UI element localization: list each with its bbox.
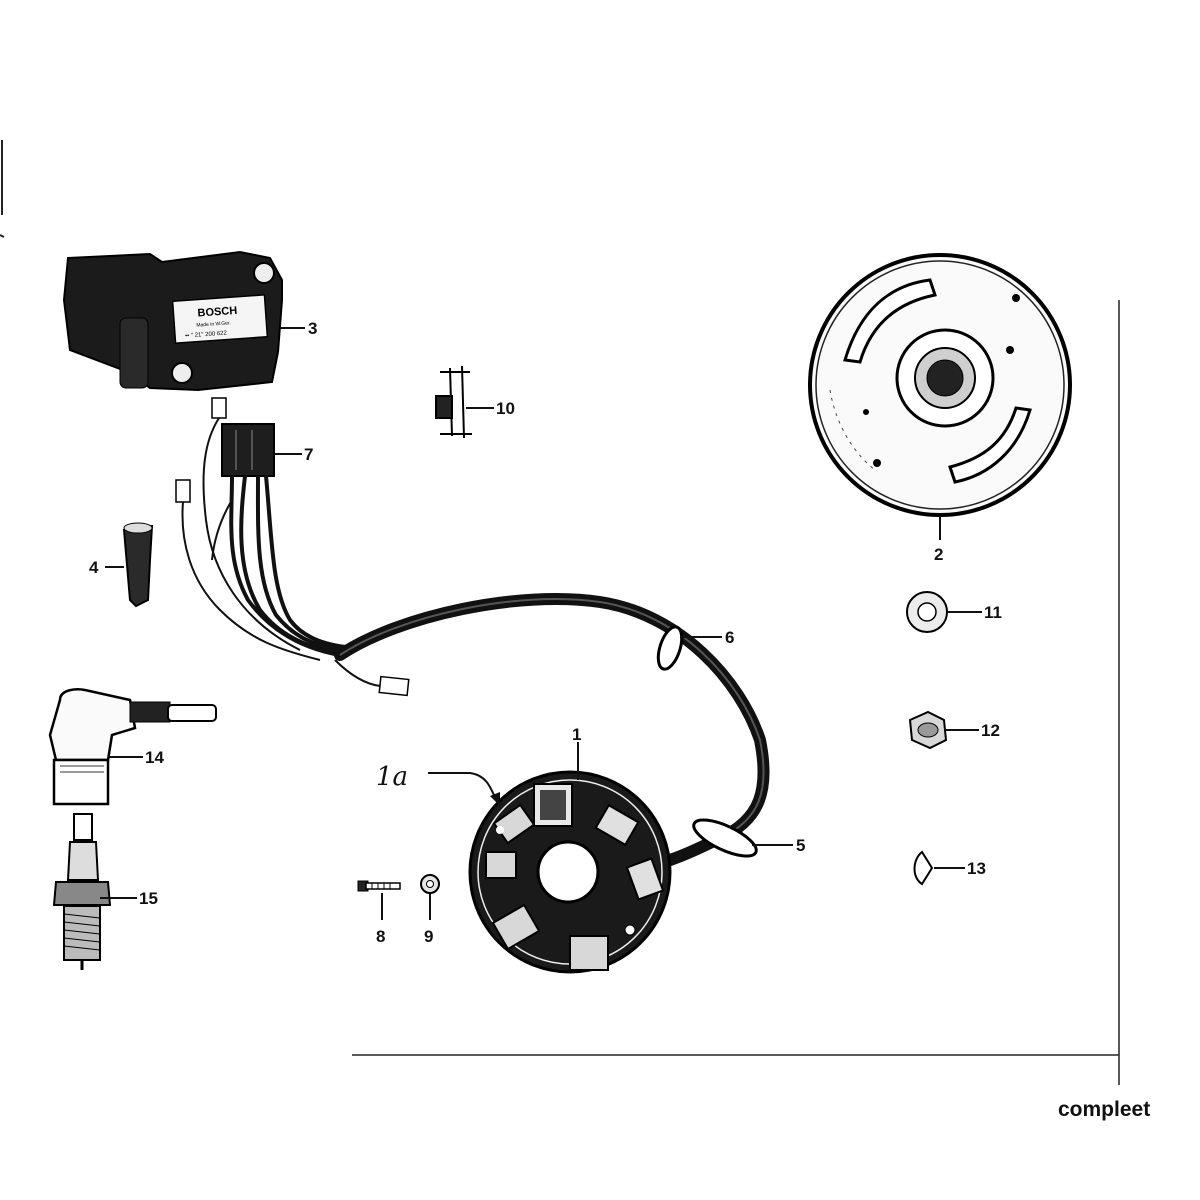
callout-14: 14 bbox=[145, 748, 164, 767]
callout-9: 9 bbox=[424, 927, 433, 946]
wiring-harness bbox=[175, 397, 410, 697]
callout-3: 3 bbox=[308, 319, 317, 338]
callout-15: 15 bbox=[139, 889, 158, 908]
callout-4: 4 bbox=[89, 558, 99, 577]
callout-5: 5 bbox=[796, 836, 805, 855]
small-washer bbox=[420, 874, 440, 894]
nut bbox=[908, 710, 948, 750]
callout-1a-arrow bbox=[428, 772, 497, 801]
callout-10: 10 bbox=[496, 399, 515, 418]
scan-edge-marks bbox=[0, 140, 5, 238]
frame-lines bbox=[352, 300, 1120, 1085]
screw bbox=[357, 880, 401, 892]
cable-grommet-upper bbox=[656, 625, 684, 671]
callout-8: 8 bbox=[376, 927, 385, 946]
caption-compleet: compleet bbox=[1058, 1098, 1151, 1121]
callout-13: 13 bbox=[967, 859, 986, 878]
callout-6: 6 bbox=[725, 628, 734, 647]
coil-brand-label: BOSCH bbox=[197, 305, 238, 320]
woodruff-key bbox=[913, 850, 934, 886]
callout-11: 11 bbox=[984, 603, 1002, 622]
callout-1: 1 bbox=[572, 725, 581, 744]
callout-7: 7 bbox=[304, 445, 313, 464]
coil-label-line2: •• " 21" 200 622 bbox=[185, 331, 228, 340]
stator-plate bbox=[468, 770, 672, 974]
callout-1a: 1a bbox=[376, 762, 408, 792]
coil-label-line1: Made in W.Ger. bbox=[196, 320, 231, 328]
flywheel-rotor bbox=[808, 253, 1072, 517]
callout-2: 2 bbox=[934, 545, 943, 564]
spark-plug-cap bbox=[48, 688, 217, 806]
ignition-coil: BOSCH Made in W.Ger. •• " 21" 200 622 bbox=[62, 250, 283, 392]
rubber-cap bbox=[122, 522, 154, 608]
callout-1a-arrowhead bbox=[490, 792, 500, 806]
spark-plug bbox=[52, 813, 112, 970]
washer bbox=[906, 591, 948, 633]
cable-clip bbox=[435, 365, 472, 439]
callout-12: 12 bbox=[981, 721, 1000, 740]
cable-grommet-lower bbox=[692, 818, 758, 858]
